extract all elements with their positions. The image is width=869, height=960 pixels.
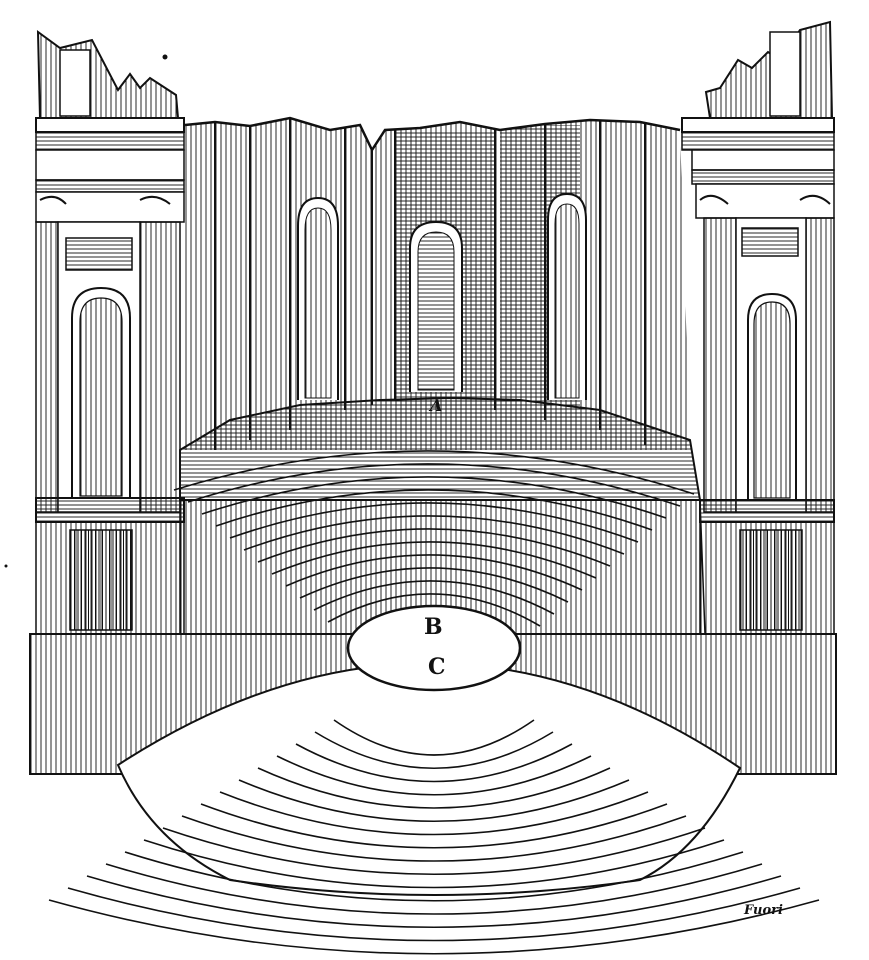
upper-tier-step: [271, 541, 597, 579]
lower-tier-step: [238, 779, 630, 822]
label-c: C: [428, 654, 446, 680]
upper-tier-step: [285, 554, 583, 591]
lower-tier-step: [257, 767, 611, 809]
right-pavilion: [681, 20, 835, 635]
upper-tier-step: [215, 489, 653, 531]
middle-wall: [179, 499, 706, 635]
upper-tier-step: [299, 567, 569, 603]
lower-seating-tiers: [48, 662, 820, 955]
upper-tier-step: [187, 463, 681, 507]
lower-tier-step: [143, 839, 725, 889]
lower-tier-step: [48, 899, 820, 955]
lower-tier-step: [181, 815, 687, 862]
lower-tier-step: [333, 719, 535, 756]
lower-tier-step: [276, 755, 592, 796]
lower-tier-step: [67, 887, 801, 942]
left-pavilion: [35, 30, 185, 635]
upper-tier-step: [327, 593, 541, 627]
upper-seating-tiers: [173, 450, 695, 627]
upper-tier-step: [257, 528, 611, 567]
lower-tier-step: [124, 851, 744, 902]
lower-tier-step: [219, 791, 649, 836]
ruined-wall: [179, 116, 702, 501]
lower-tier-step: [105, 863, 763, 915]
orchestra-floor: [346, 604, 522, 692]
upper-tier-step: [243, 515, 625, 555]
lower-tier-step: [86, 875, 782, 928]
lower-tier-step: [314, 731, 554, 769]
lower-tier-step: [162, 827, 706, 876]
label-a: A: [430, 396, 443, 415]
lower-tier-step: [295, 743, 573, 783]
catchword: Fuori: [744, 903, 783, 918]
label-b: B: [424, 614, 443, 640]
lower-tier-step: [200, 803, 668, 849]
upper-tier-step: [201, 476, 667, 519]
upper-tier-step: [229, 502, 639, 543]
upper-tier-step: [313, 580, 555, 615]
upper-tier-step: [173, 450, 695, 495]
